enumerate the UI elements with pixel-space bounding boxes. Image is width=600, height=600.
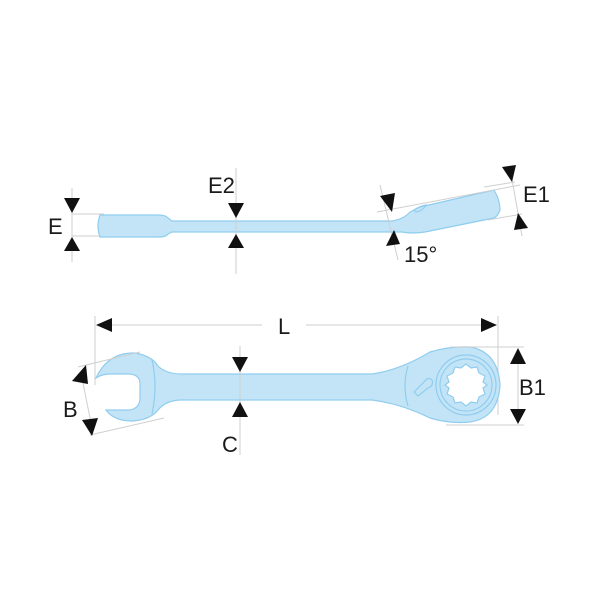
dimension-E: E (48, 188, 104, 262)
label-E2: E2 (208, 173, 235, 198)
label-C: C (222, 432, 238, 457)
dimension-B1: B1 (446, 346, 546, 426)
arrow-up-icon (514, 213, 528, 230)
arrow-left-icon (96, 318, 112, 332)
dimension-angle: 15° (376, 184, 521, 267)
arrow-up-icon (386, 230, 400, 246)
wrench-top-profile (94, 346, 501, 424)
wrench-side-profile (97, 189, 501, 238)
arrow-up-icon (72, 365, 88, 384)
dimension-B: B (63, 351, 165, 436)
dimension-E1: E1 (483, 165, 550, 237)
arrow-right-icon (481, 318, 497, 332)
open-end-neck-line (151, 359, 156, 415)
label-B1: B1 (519, 375, 546, 400)
label-angle: 15° (404, 242, 437, 267)
arrow-down-icon (510, 409, 526, 424)
arrow-down-icon (380, 193, 395, 212)
dimension-C: C (222, 346, 248, 457)
label-E: E (48, 214, 63, 239)
arrow-down-icon (232, 357, 248, 372)
arrow-down-icon (82, 418, 98, 436)
arrow-up-icon (510, 348, 526, 364)
side-view: E E2 15° (48, 165, 550, 274)
label-L: L (278, 314, 290, 339)
top-view: L B C (63, 314, 546, 457)
dimension-E2: E2 (208, 168, 244, 274)
arrow-up-icon (228, 234, 244, 248)
arrow-down-icon (502, 165, 516, 182)
label-E1: E1 (523, 182, 550, 207)
ratchet-lever-bump (413, 204, 428, 213)
ratchet-ring-inner (439, 358, 493, 412)
dimension-L: L (94, 314, 499, 415)
ratchet-ring-outer (435, 354, 497, 416)
ratchet-lever-icon (413, 377, 434, 397)
arrow-down-icon (64, 198, 80, 213)
ratchet-head-neck-line (404, 365, 409, 407)
arrow-up-icon (64, 237, 80, 251)
arrow-down-icon (228, 203, 244, 218)
arrow-up-icon (232, 402, 248, 417)
label-B: B (63, 397, 78, 422)
twelve-point-socket-icon (444, 363, 488, 407)
